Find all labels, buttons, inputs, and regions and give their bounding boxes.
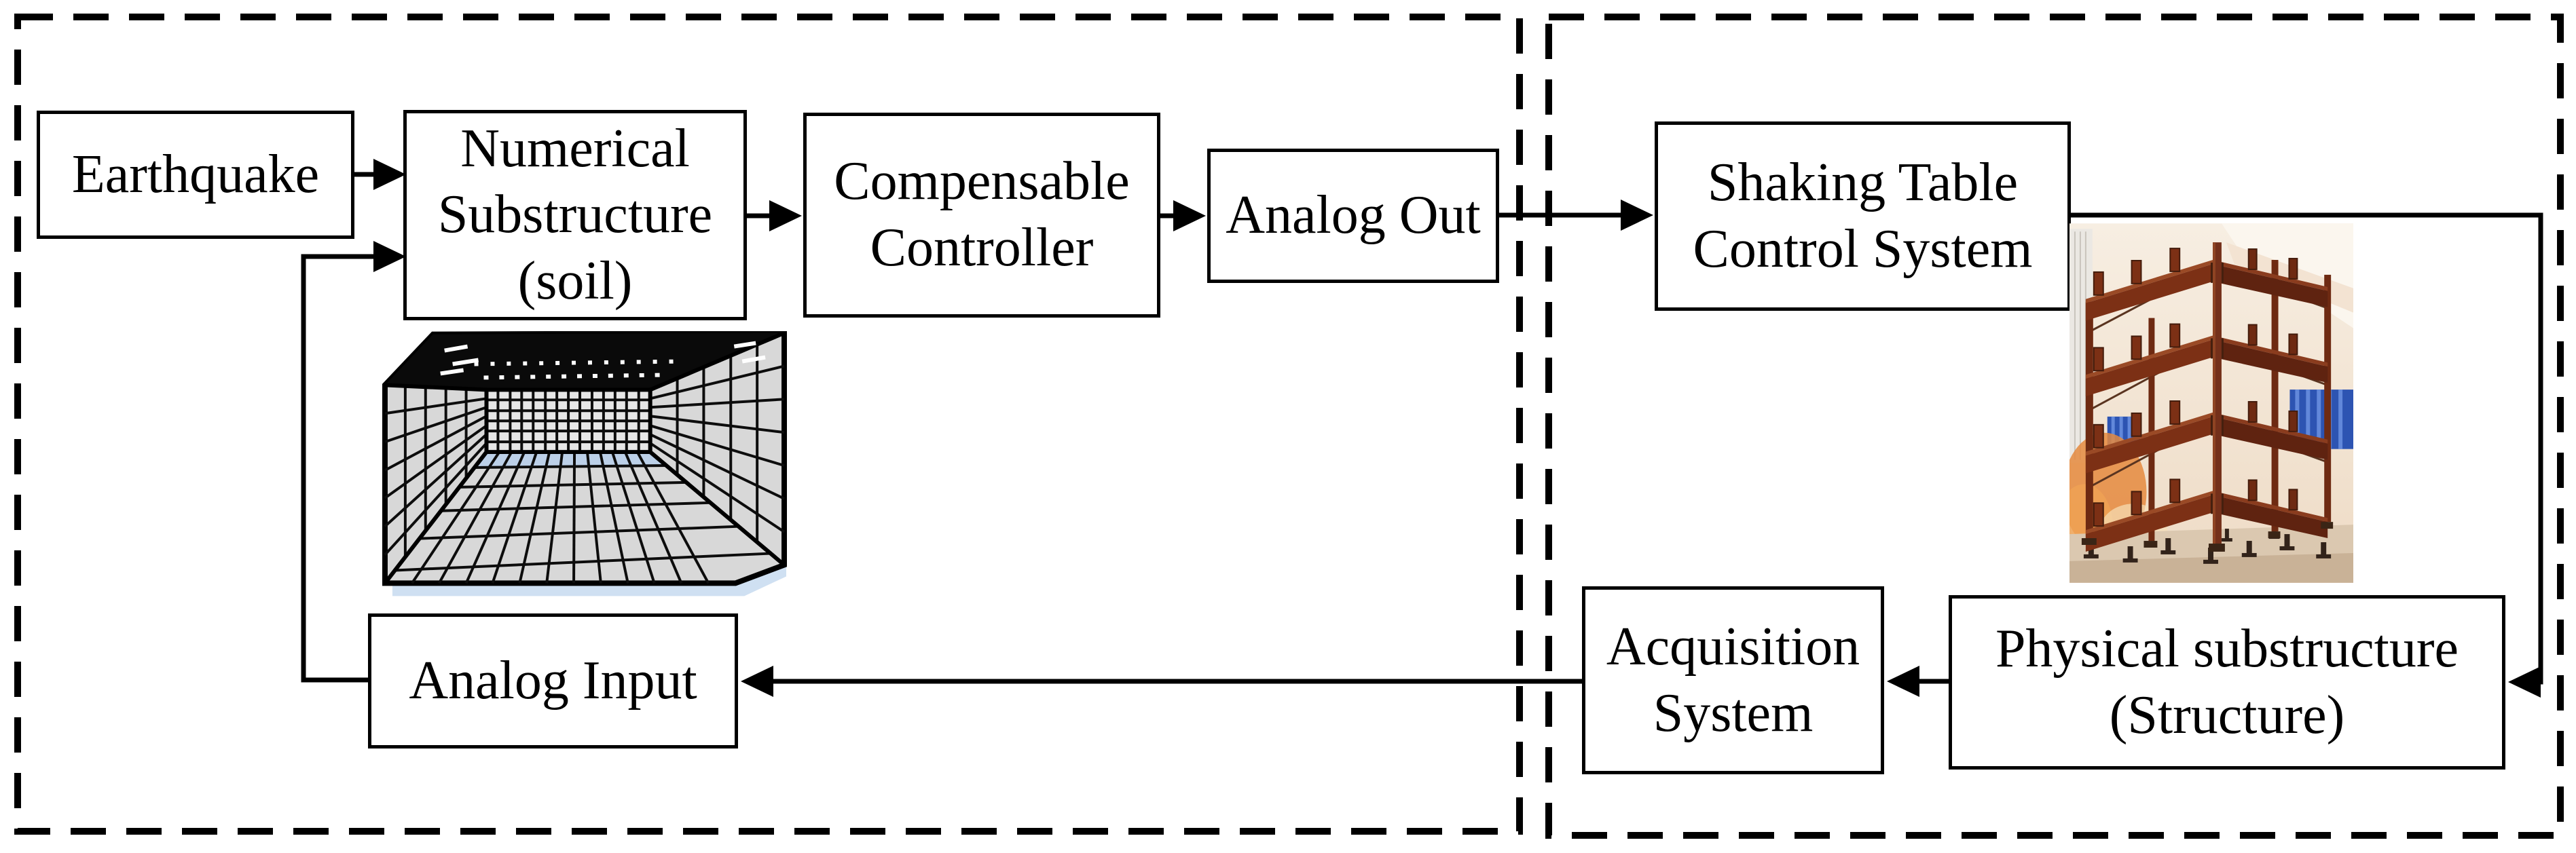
- node-analog-out: Analog Out: [1207, 149, 1499, 283]
- node-numerical-label-line2: Substructure: [437, 185, 713, 245]
- arrow-analog-input-to-numerical: [301, 241, 406, 683]
- structure-photo: [2069, 223, 2353, 583]
- node-numerical-label-line1: Numerical: [460, 118, 690, 178]
- soil-mesh-top-highlights: [440, 341, 766, 380]
- node-shaking-table-control-system: Shaking Table Control System: [1655, 121, 2071, 311]
- node-shaking-table-label-line2: Control System: [1693, 219, 2033, 279]
- node-compensable-label-line2: Controller: [870, 218, 1094, 278]
- node-physical-label-line1: Physical substructure: [1995, 618, 2459, 679]
- physical-substructure-region-border: [1545, 14, 2564, 839]
- node-numerical-substructure: Numerical Substructure (soil): [403, 110, 747, 320]
- arrow-compensable-to-analog-out: [1160, 200, 1206, 231]
- node-analog-input: Analog Input: [368, 613, 738, 748]
- node-earthquake-label: Earthquake: [71, 144, 320, 204]
- arrow-acquisition-to-analog-input: [741, 666, 1582, 697]
- photo-corner-column: [2212, 242, 2222, 544]
- node-compensable-label-line1: Compensable: [834, 151, 1130, 212]
- numerical-substructure-region-border: [14, 14, 1523, 835]
- soil-mesh-figure: [382, 331, 788, 596]
- soil-mesh-shadow: [392, 567, 787, 596]
- node-analog-out-label: Analog Out: [1226, 185, 1481, 246]
- node-numerical-label-line3: (soil): [517, 250, 633, 311]
- arrow-earthquake-to-numerical: [354, 159, 406, 190]
- node-analog-input-label: Analog Input: [409, 650, 697, 710]
- arrow-physical-to-acquisition: [1887, 666, 1949, 697]
- node-earthquake: Earthquake: [37, 111, 354, 239]
- photo-frame-columns: [2085, 260, 2332, 542]
- node-acquisition-system: Acquisition System: [1582, 586, 1884, 774]
- node-acquisition-label-line2: System: [1653, 683, 1814, 743]
- arrow-numerical-to-compensable: [747, 200, 802, 231]
- node-physical-substructure: Physical substructure (Structure): [1949, 595, 2505, 770]
- node-physical-label-line2: (Structure): [2109, 685, 2345, 745]
- node-compensable-controller: Compensable Controller: [803, 113, 1160, 318]
- soil-mesh-gridlines: [384, 344, 786, 584]
- soil-mesh-structural-edges: [383, 331, 786, 585]
- arrow-analog-out-to-shaking-table: [1499, 200, 1653, 231]
- photo-column-bases: [2081, 522, 2334, 552]
- node-acquisition-label-line1: Acquisition: [1606, 616, 1860, 677]
- node-shaking-table-label-line1: Shaking Table: [1707, 152, 2019, 212]
- arrow-shaking-table-to-physical: [2071, 212, 2543, 698]
- photo-frame-floors: [2085, 248, 2328, 552]
